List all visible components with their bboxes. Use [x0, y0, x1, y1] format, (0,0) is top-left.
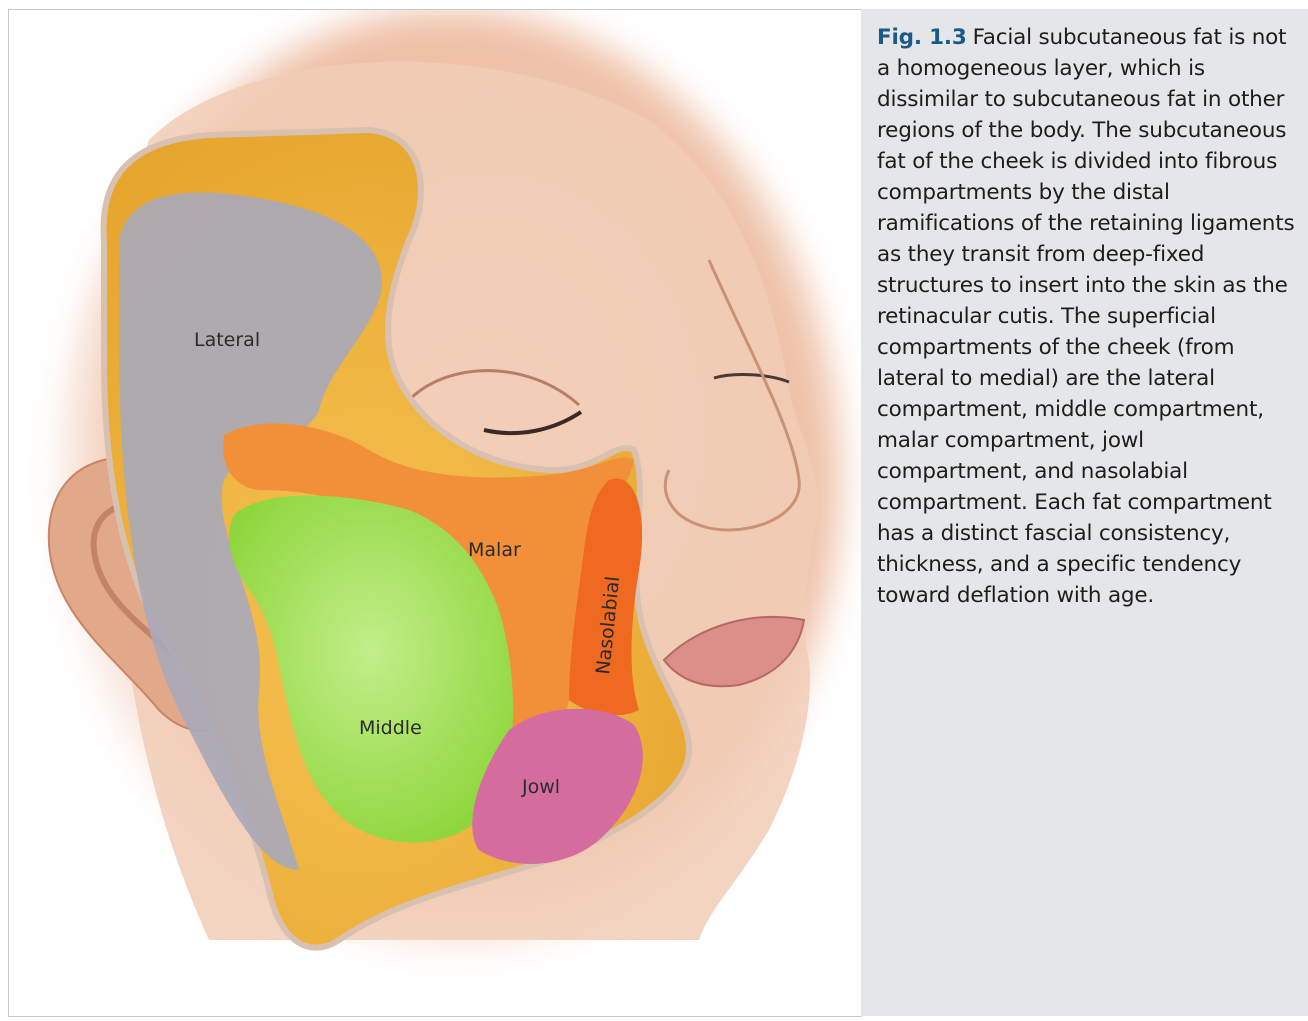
caption-text: Facial subcutaneous fat is not a homogen… — [877, 25, 1294, 608]
label-malar: Malar — [468, 539, 521, 561]
figure-label: Fig. 1.3 — [877, 25, 967, 50]
face-illustration: Lateral Malar Middle Jowl Nasolabial — [9, 10, 861, 1016]
figure-caption: Fig. 1.3Facial subcutaneous fat is not a… — [877, 22, 1297, 611]
label-lateral: Lateral — [194, 329, 260, 351]
label-middle: Middle — [359, 717, 422, 739]
caption-panel: Fig. 1.3Facial subcutaneous fat is not a… — [861, 9, 1308, 1016]
figure-illustration: Lateral Malar Middle Jowl Nasolabial — [8, 9, 862, 1017]
label-jowl: Jowl — [521, 776, 560, 798]
